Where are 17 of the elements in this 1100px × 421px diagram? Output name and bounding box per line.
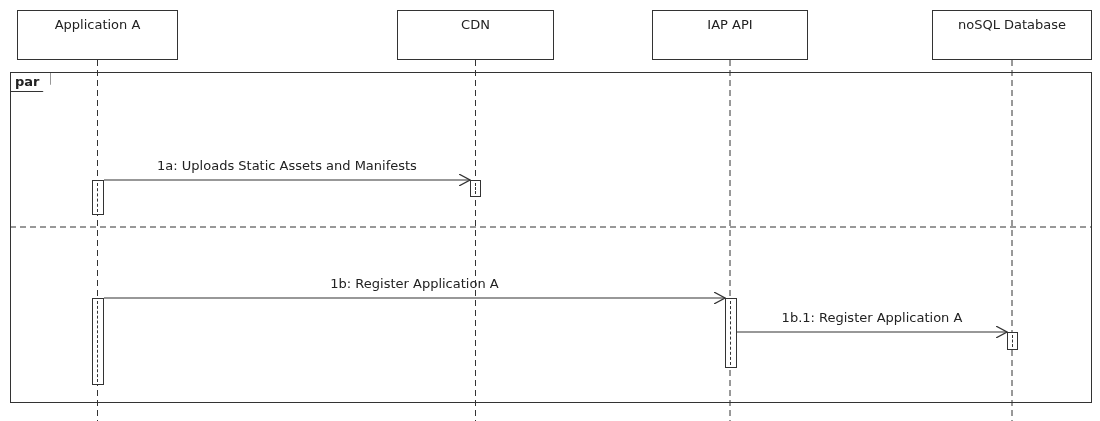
message-arrow (103, 291, 726, 305)
message-label: 1b.1: Register Application A (780, 310, 964, 325)
combined-fragment-frame (10, 72, 1092, 403)
participant-box: CDN (397, 10, 554, 60)
message-label: 1b: Register Application A (329, 276, 500, 291)
activation-bar (92, 180, 104, 215)
activation-bar (725, 298, 737, 368)
participant-box: IAP API (652, 10, 808, 60)
activation-bar (470, 180, 481, 197)
message-arrow (736, 325, 1008, 339)
participant-box: noSQL Database (932, 10, 1092, 60)
fragment-operator-tab: par (11, 73, 51, 92)
activation-bar (1007, 332, 1018, 350)
activation-bar (92, 298, 104, 385)
participant-box: Application A (17, 10, 178, 60)
message-label: 1a: Uploads Static Assets and Manifests (156, 158, 418, 173)
message-arrow (103, 173, 471, 187)
